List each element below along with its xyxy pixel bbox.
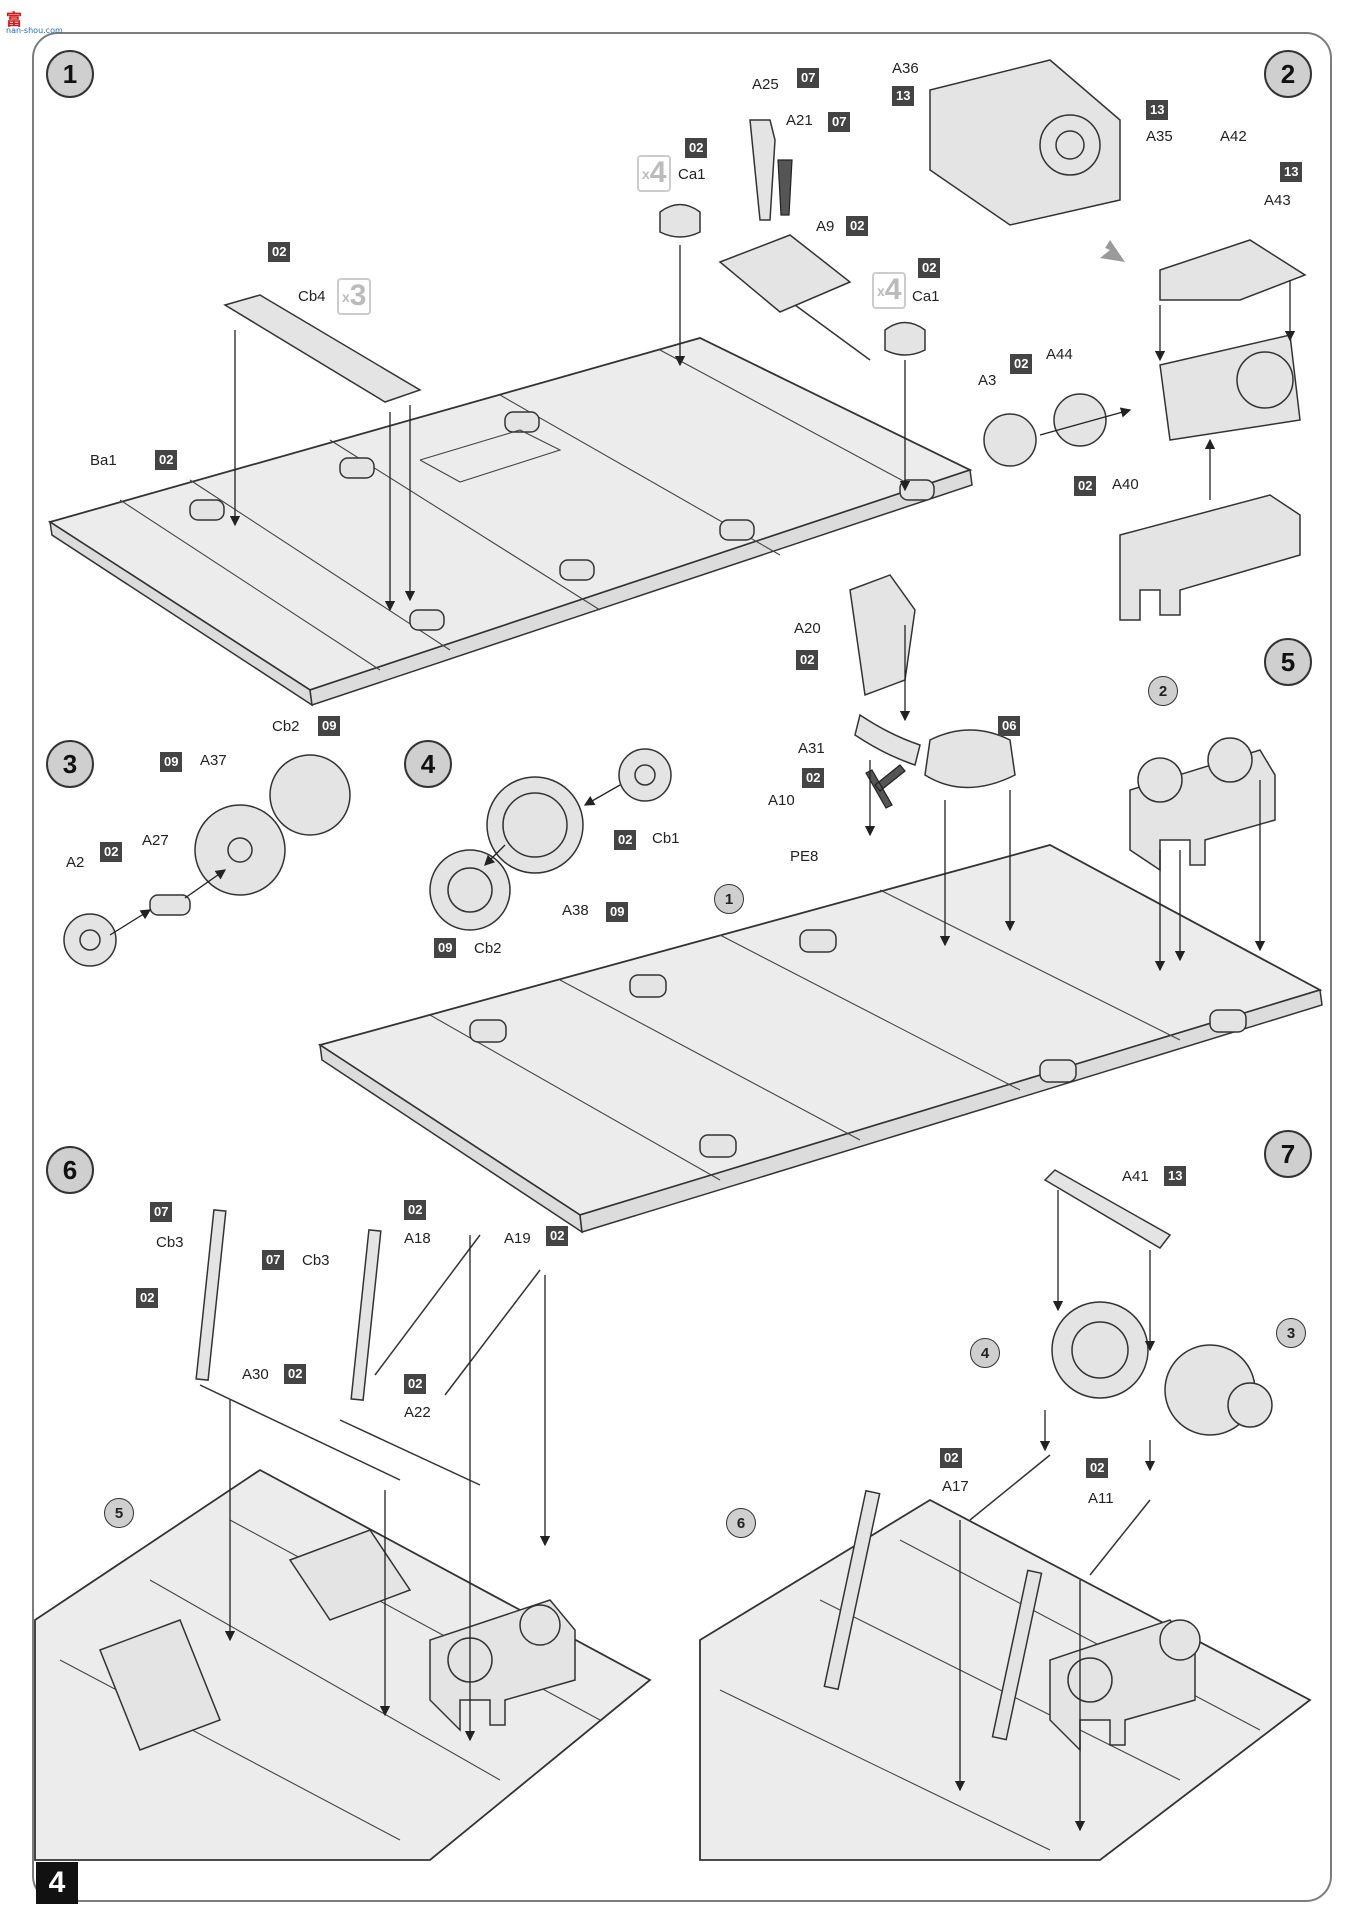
label-a44: A44	[1046, 346, 1073, 363]
watermark-logo: 富 nan-shou.com	[6, 6, 70, 38]
sprue-cb2-step4: 09	[434, 938, 457, 958]
multiplier-cb4-value: 3	[349, 279, 367, 312]
label-cb1: Cb1	[652, 830, 680, 847]
step-6-marker: 6	[46, 1146, 94, 1194]
page-frame	[32, 32, 1332, 1902]
sprue-cb2-step3: 09	[318, 716, 341, 736]
sprue-a38: 09	[606, 902, 629, 922]
label-a40: A40	[1112, 476, 1139, 493]
step3-wheel	[64, 755, 350, 966]
sprue-a44: 02	[1010, 354, 1033, 374]
label-a42: A42	[1220, 128, 1247, 145]
sprue-ba1: 02	[155, 450, 178, 470]
sprue-a18: 02	[404, 1200, 427, 1220]
label-cb2-step4: Cb2	[474, 940, 502, 957]
sprue-a22: 02	[404, 1374, 427, 1394]
label-a3: A3	[978, 372, 997, 389]
label-cb2-step3: Cb2	[272, 718, 300, 735]
sprue-cb3-left: 07	[150, 1202, 173, 1222]
step5-floor-assembly	[320, 575, 1322, 1232]
sprue-a31: 02	[802, 768, 825, 788]
label-a18: A18	[404, 1230, 431, 1247]
sprue-a43: 13	[1280, 162, 1303, 182]
multiplier-ca1-left-value: 4	[649, 156, 667, 189]
page-number: 4	[36, 1862, 78, 1904]
label-a30: A30	[242, 1366, 269, 1383]
sprue-a19: 02	[546, 1226, 569, 1246]
label-ca1-left: Ca1	[678, 166, 706, 183]
multiplier-ca1-left: x4	[637, 155, 672, 193]
label-a22: A22	[404, 1404, 431, 1421]
label-a19: A19	[504, 1230, 531, 1247]
label-a37: A37	[200, 752, 227, 769]
sprue-a25: 07	[797, 68, 820, 88]
label-ca1-right: Ca1	[912, 288, 940, 305]
label-a21: A21	[786, 112, 813, 129]
label-a10: A10	[768, 792, 795, 809]
step2-gearbox	[930, 60, 1305, 620]
label-ba1: Ba1	[90, 452, 117, 469]
ref-step2: 2	[1148, 676, 1178, 706]
sprue-a40: 02	[1074, 476, 1097, 496]
multiplier-ca1-right: x4	[872, 272, 907, 310]
sprue-a17: 02	[940, 1448, 963, 1468]
ref-step3: 3	[1276, 1318, 1306, 1348]
label-a25: A25	[752, 76, 779, 93]
step1-brackets	[660, 120, 925, 492]
label-cb4: Cb4	[298, 288, 326, 305]
sprue-a30: 02	[284, 1364, 307, 1384]
sprue-ca1-left: 02	[685, 138, 708, 158]
sprue-cb3-right: 07	[262, 1250, 285, 1270]
sprue-cb1: 02	[614, 830, 637, 850]
step-7-marker: 7	[1264, 1130, 1312, 1178]
step6-assembly	[35, 1210, 650, 1860]
ref-step4: 4	[970, 1338, 1000, 1368]
label-a2: A2	[66, 854, 85, 871]
label-pe8: PE8	[790, 848, 819, 865]
step7-assembly	[700, 1170, 1310, 1860]
watermark-en: nan-shou.com	[6, 26, 63, 35]
label-cb3-left: Cb3	[156, 1234, 184, 1251]
sprue-lever: 02	[136, 1288, 159, 1308]
label-a9: A9	[816, 218, 835, 235]
sprue-a20: 02	[796, 650, 819, 670]
step4-drum	[430, 749, 671, 930]
label-a43: A43	[1264, 192, 1291, 209]
label-a31: A31	[798, 740, 825, 757]
label-a20: A20	[794, 620, 821, 637]
ref-step5: 5	[104, 1498, 134, 1528]
sprue-a27: 02	[100, 842, 123, 862]
ref-step6: 6	[726, 1508, 756, 1538]
sprue-a11: 02	[1086, 1458, 1109, 1478]
ref-step1: 1	[714, 884, 744, 914]
label-a17: A17	[942, 1478, 969, 1495]
sprue-a36: 13	[892, 86, 915, 106]
label-a36: A36	[892, 60, 919, 77]
sprue-a21: 07	[828, 112, 851, 132]
watermark-cn: 富	[6, 12, 24, 29]
label-a38: A38	[562, 902, 589, 919]
multiplier-cb4: x3	[337, 278, 372, 316]
multiplier-ca1-right-value: 4	[884, 273, 902, 306]
sprue-ca1-right: 02	[918, 258, 941, 278]
sprue-a35: 13	[1146, 100, 1169, 120]
sprue-a37: 09	[160, 752, 183, 772]
sprue-seat: 06	[998, 716, 1021, 736]
sprue-a9: 02	[846, 216, 869, 236]
label-a27: A27	[142, 832, 169, 849]
label-a11: A11	[1088, 1490, 1114, 1507]
label-a41: A41	[1122, 1168, 1149, 1185]
step-2-marker: 2	[1264, 50, 1312, 98]
label-a35: A35	[1146, 128, 1173, 145]
step1-cb4-bar	[225, 295, 420, 612]
sprue-cb4: 02	[268, 242, 291, 262]
step-5-marker: 5	[1264, 638, 1312, 686]
step-1-marker: 1	[46, 50, 94, 98]
label-cb3-right: Cb3	[302, 1252, 330, 1269]
step-3-marker: 3	[46, 740, 94, 788]
sprue-a41: 13	[1164, 1166, 1187, 1186]
step1-floor-pan	[50, 338, 972, 705]
step-4-marker: 4	[404, 740, 452, 788]
